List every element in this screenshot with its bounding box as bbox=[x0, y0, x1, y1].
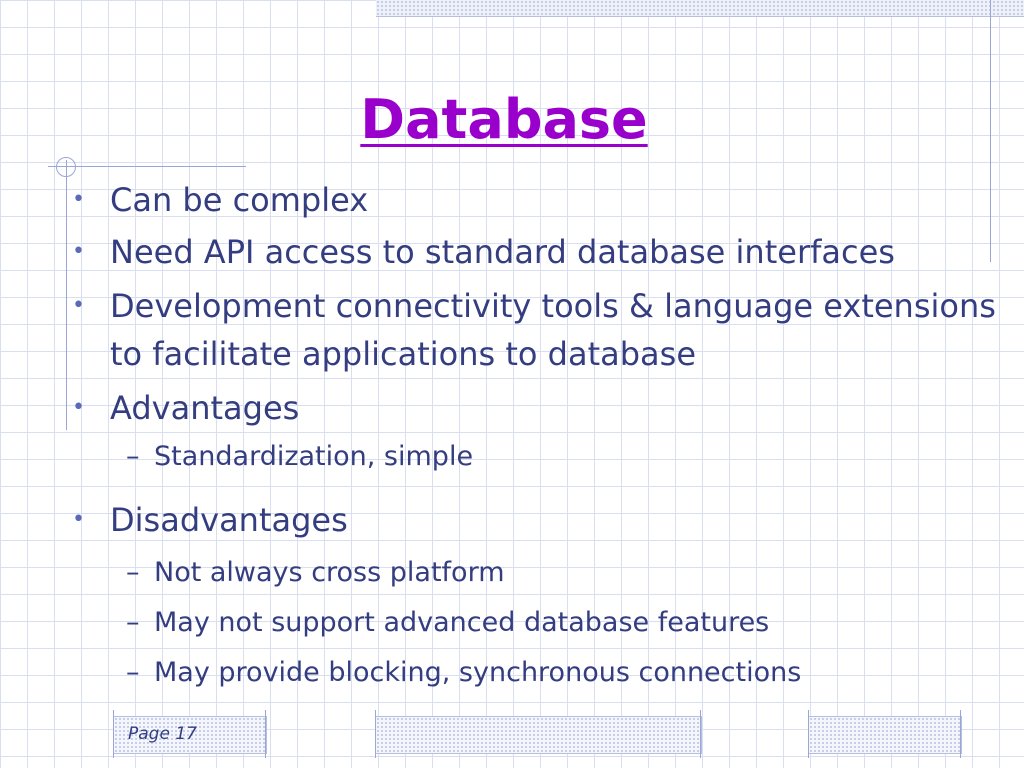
top-decorative-band bbox=[376, 0, 1024, 17]
footer-divider bbox=[113, 710, 114, 758]
page-number: Page 17 bbox=[128, 724, 197, 744]
right-frame-line bbox=[990, 0, 991, 262]
bullet-item: • Development connectivity tools & langua… bbox=[70, 282, 1000, 378]
bullet-item: • Can be complex bbox=[70, 178, 1000, 222]
bullet-text: Can be complex bbox=[110, 181, 369, 219]
dash-icon: – bbox=[126, 607, 140, 638]
sub-bullet-text: Not always cross platform bbox=[154, 557, 505, 588]
footer-divider bbox=[700, 710, 701, 758]
left-frame-line bbox=[66, 160, 67, 430]
footer-box-right bbox=[808, 716, 962, 754]
sub-bullet-text: May provide blocking, synchronous connec… bbox=[154, 657, 802, 688]
bullet-item: • Advantages bbox=[70, 386, 1000, 430]
bullet-text: Advantages bbox=[110, 389, 300, 427]
bullet-dot-icon: • bbox=[72, 187, 85, 212]
bullet-dot-icon: • bbox=[72, 507, 85, 532]
sub-bullet-item: –Not always cross platform bbox=[70, 554, 1000, 592]
sub-bullet-item: –May provide blocking, synchronous conne… bbox=[70, 654, 1000, 692]
sub-bullet-text: Standardization, simple bbox=[154, 441, 474, 472]
footer-box-left bbox=[113, 716, 267, 754]
sub-bullet-text: May not support advanced database featur… bbox=[154, 607, 770, 638]
sub-bullet-item: –Standardization, simple bbox=[70, 438, 1000, 476]
footer-box-center bbox=[375, 716, 702, 754]
dash-icon: – bbox=[126, 557, 140, 588]
left-frame-top-line bbox=[48, 166, 246, 167]
footer-divider bbox=[808, 710, 809, 758]
slide-title: Database bbox=[360, 88, 648, 151]
bullet-dot-icon: • bbox=[72, 293, 85, 318]
dash-icon: – bbox=[126, 657, 140, 688]
bullet-list: • Can be complex • Need API access to stan… bbox=[70, 170, 1000, 692]
bullet-text: Disadvantages bbox=[110, 501, 348, 539]
bullet-item: • Disadvantages bbox=[70, 498, 1000, 542]
bullet-dot-icon: • bbox=[72, 239, 85, 264]
bullet-text: Need API access to standard database int… bbox=[110, 233, 895, 271]
footer-divider bbox=[375, 710, 376, 758]
bullet-dot-icon: • bbox=[72, 395, 85, 420]
bullet-text: Development connectivity tools & languag… bbox=[110, 287, 996, 373]
footer-divider bbox=[265, 710, 266, 758]
footer-divider bbox=[960, 710, 961, 758]
sub-bullet-item: –May not support advanced database featu… bbox=[70, 604, 1000, 642]
bullet-item: • Need API access to standard database in… bbox=[70, 230, 1000, 274]
frame-circle-icon bbox=[56, 157, 76, 177]
dash-icon: – bbox=[126, 441, 140, 472]
